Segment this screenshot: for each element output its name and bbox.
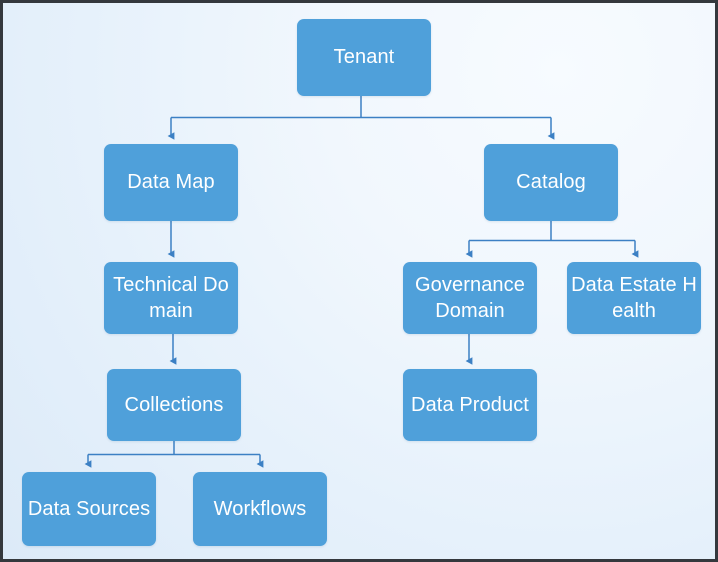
node-catalog-label: Catalog	[516, 171, 586, 194]
node-governance-domain[interactable]: Governance Domain	[403, 262, 537, 334]
node-data-sources-label: Data Sources	[27, 497, 151, 520]
node-collections[interactable]: Collections	[107, 369, 241, 441]
node-technical-domain[interactable]: Technical Domain	[104, 262, 238, 334]
node-data-product[interactable]: Data Product	[403, 369, 537, 441]
node-tenant[interactable]: Tenant	[297, 19, 431, 96]
node-technical-domain-label: Technical Domain	[113, 273, 229, 322]
node-workflows[interactable]: Workflows	[193, 472, 327, 546]
node-data-estate-health-label: Data Estate Health	[571, 273, 697, 322]
node-catalog[interactable]: Catalog	[484, 144, 618, 221]
node-data-sources[interactable]: Data Sources	[22, 472, 156, 546]
node-workflows-label: Workflows	[213, 497, 307, 520]
node-governance-domain-label: Governance Domain	[415, 273, 525, 322]
node-data-estate-health[interactable]: Data Estate Health	[567, 262, 701, 334]
node-tenant-label: Tenant	[333, 46, 395, 69]
node-data-map-label: Data Map	[127, 171, 215, 194]
node-data-map[interactable]: Data Map	[104, 144, 238, 221]
node-data-product-label: Data Product	[411, 393, 529, 416]
node-collections-label: Collections	[124, 393, 224, 416]
